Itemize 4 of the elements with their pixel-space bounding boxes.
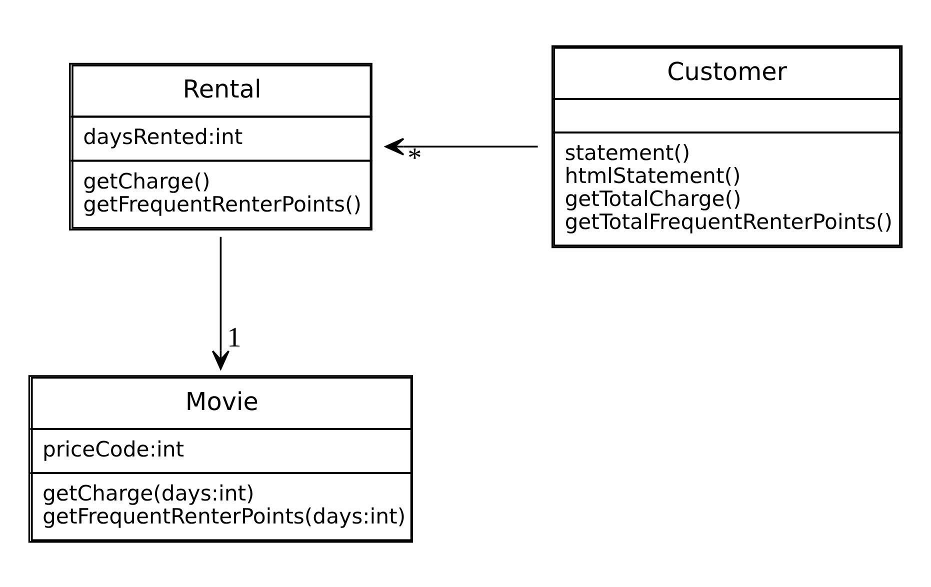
arrow — [212, 236, 230, 370]
arrow — [384, 137, 538, 155]
edge-label: 1 — [227, 322, 242, 354]
edge-label: * — [408, 142, 422, 174]
